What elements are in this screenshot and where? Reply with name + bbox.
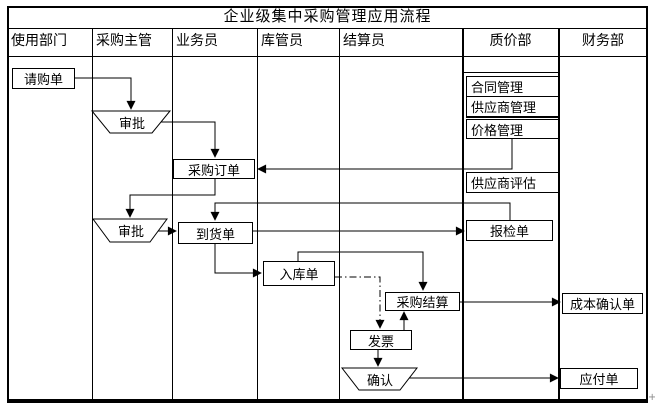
node-warehouse-receipt: 入库单 bbox=[263, 261, 335, 286]
node-payable: 应付单 bbox=[560, 368, 638, 389]
node-purchase-request: 请购单 bbox=[12, 68, 75, 89]
node-confirm: 确认 bbox=[366, 372, 393, 388]
node-arrival-note: 到货单 bbox=[178, 222, 253, 244]
node-cost-confirmation: 成本确认单 bbox=[562, 293, 643, 314]
lane-divider-6 bbox=[558, 28, 560, 403]
node-purchase-settlement: 采购结算 bbox=[385, 292, 460, 311]
diagram-title: 企业级集中采购管理应用流程 bbox=[223, 9, 432, 25]
node-approval-1: 审批 bbox=[118, 115, 145, 131]
title-divider-line bbox=[7, 28, 648, 29]
lane-divider-4 bbox=[339, 28, 340, 403]
node-contract-mgmt: 合同管理 bbox=[466, 76, 559, 97]
lane-divider-2 bbox=[172, 28, 173, 403]
lane-header-quality-price-dept: 质价部 bbox=[489, 34, 532, 49]
diagram-border bbox=[7, 6, 648, 403]
node-approval-2: 审批 bbox=[117, 224, 144, 239]
node-invoice: 发票 bbox=[350, 330, 412, 350]
lane-header-settlement-clerk: 结算员 bbox=[343, 34, 385, 49]
lane-divider-1 bbox=[92, 28, 93, 403]
resize-handle-artifact: + bbox=[648, 392, 655, 403]
quality-lane-top-rule bbox=[463, 72, 559, 73]
lane-header-salesperson: 业务员 bbox=[176, 34, 218, 49]
lane-header-finance-dept: 财务部 bbox=[582, 34, 624, 49]
lane-header-warehouse-keeper: 库管员 bbox=[261, 34, 303, 49]
header-divider-line bbox=[7, 56, 648, 57]
node-supplier-mgmt: 供应商管理 bbox=[466, 96, 559, 118]
node-supplier-evaluation: 供应商评估 bbox=[466, 172, 559, 193]
node-inspection-form: 报检单 bbox=[466, 220, 553, 241]
lane-divider-3 bbox=[257, 28, 258, 403]
lane-divider-5 bbox=[462, 28, 464, 403]
lane-header-using-department: 使用部门 bbox=[11, 34, 67, 49]
node-price-mgmt: 价格管理 bbox=[466, 119, 559, 139]
node-purchase-order: 采购订单 bbox=[173, 159, 255, 179]
lane-header-purchasing-supervisor: 采购主管 bbox=[96, 34, 152, 49]
